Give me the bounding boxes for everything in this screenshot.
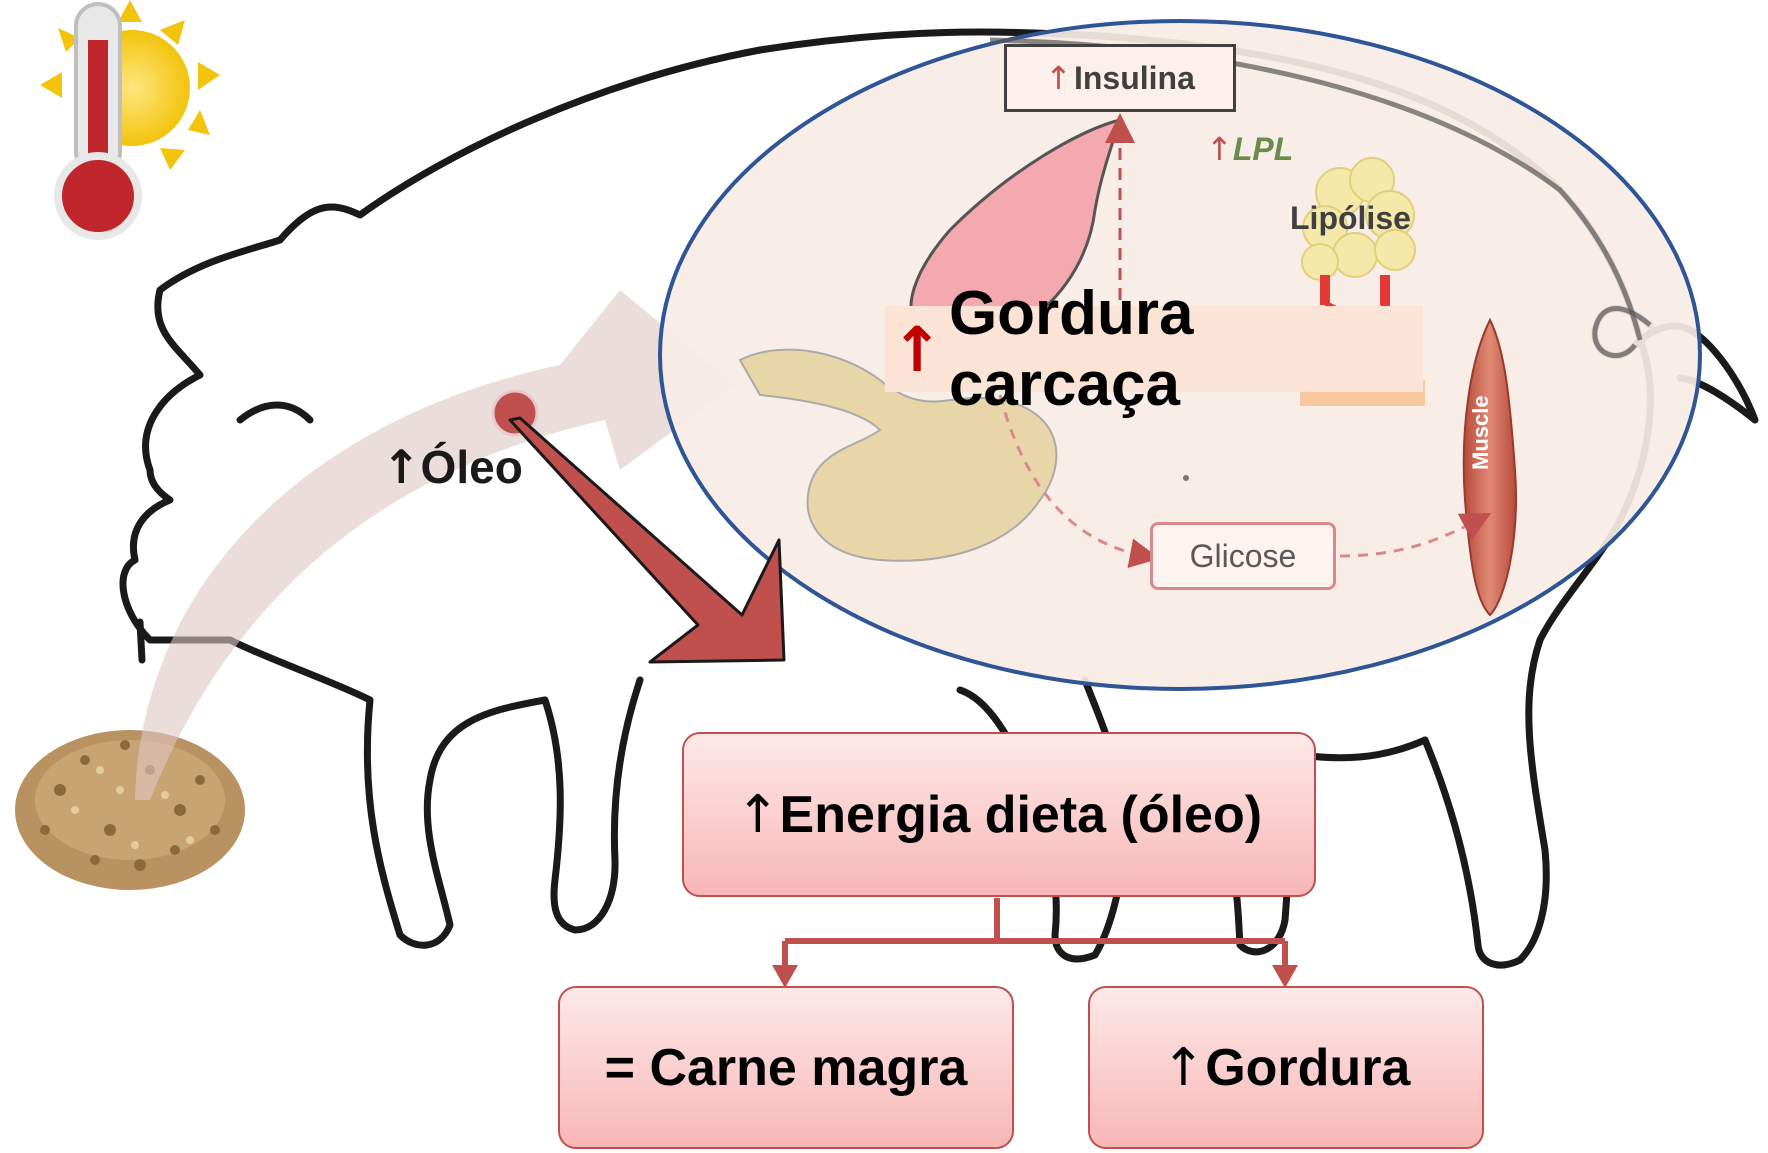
feed-pellets	[15, 730, 245, 890]
energia-dieta-text: Energia dieta (óleo)	[780, 785, 1263, 845]
lpl-label: ↑LPL	[1206, 130, 1293, 168]
up-arrow-icon: ↑	[382, 440, 421, 494]
up-arrow-icon: ↑	[1162, 1038, 1206, 1098]
gordura-text: Gordura	[1205, 1038, 1410, 1098]
flowchart-connectors	[785, 898, 1285, 972]
gordura-carcaca-label: ↑Gordura carcaça	[885, 306, 1423, 392]
up-arrow-icon: ↑	[1045, 59, 1072, 97]
lipolise-label: Lipólise	[1290, 200, 1411, 237]
up-arrow-icon: ↑	[1206, 130, 1233, 168]
up-arrow-icon: ↑	[736, 785, 780, 845]
muscle-label: Muscle	[1468, 395, 1494, 470]
gordura-box: ↑Gordura	[1088, 986, 1484, 1149]
lpl-text: LPL	[1233, 131, 1293, 167]
carne-magra-box: = Carne magra	[558, 986, 1014, 1149]
oleo-text: Óleo	[421, 441, 523, 493]
insulina-box: ↑Insulina	[1004, 44, 1236, 112]
insulina-text: Insulina	[1074, 60, 1195, 97]
muscle-text: Muscle	[1468, 395, 1493, 470]
up-arrow-icon: ↑	[891, 313, 943, 386]
sun-icon	[40, 0, 220, 170]
glicose-box: Glicose	[1150, 522, 1336, 590]
lipolise-text: Lipólise	[1290, 200, 1411, 236]
gordura-carcaca-text: Gordura carcaça	[949, 278, 1423, 420]
glicose-text: Glicose	[1190, 538, 1297, 575]
energia-dieta-box: ↑Energia dieta (óleo)	[682, 732, 1316, 897]
oleo-label: ↑Óleo	[382, 440, 523, 494]
carne-magra-text: = Carne magra	[605, 1038, 968, 1098]
